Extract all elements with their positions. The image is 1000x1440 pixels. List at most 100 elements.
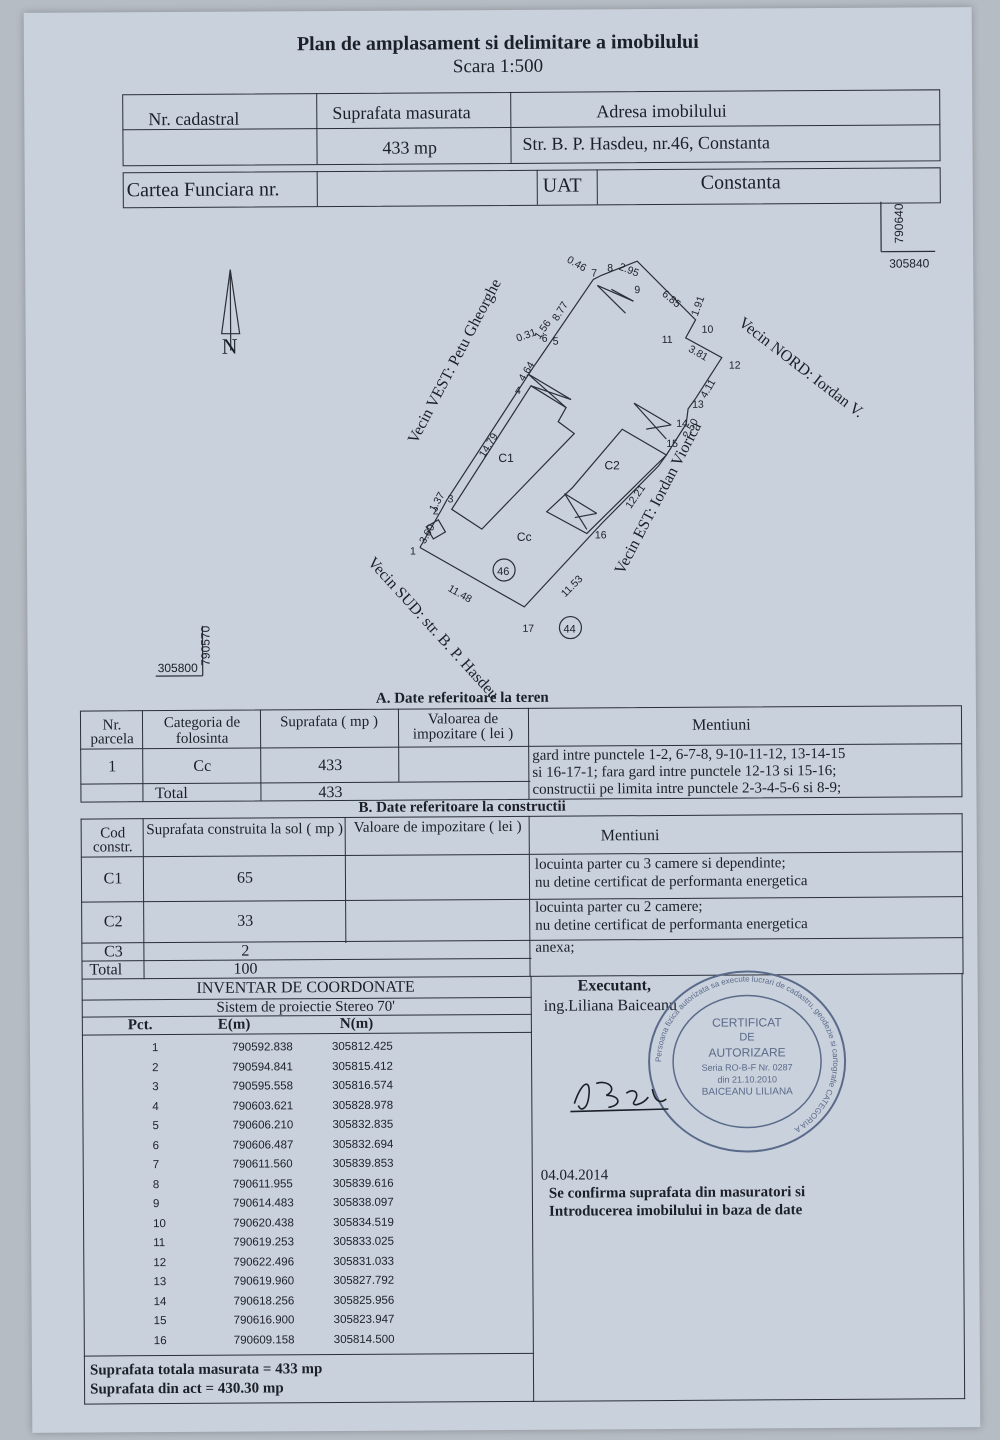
coordinate-row: 14 790618.256 305825.956 [83, 1291, 531, 1312]
e-cell: 790616.900 [233, 1314, 295, 1327]
mentiuni-line: gard intre punctele 1-2, 6-7-8, 9-10-11-… [532, 745, 846, 764]
distance-label: 1.56 [532, 318, 554, 342]
coordinate-row: 7 790611.560 305839.853 [83, 1155, 531, 1176]
neighbour-number: 44 [563, 624, 575, 636]
adresa-label: Adresa imobilului [596, 100, 727, 122]
official-stamp: Persoana fizica autorizata sa execute lu… [648, 970, 847, 1153]
n-cell: 305827.792 [333, 1274, 395, 1288]
n-cell: 305839.853 [332, 1157, 394, 1171]
e-cell: 790611.560 [232, 1158, 293, 1171]
distance-label: 4.11 [698, 377, 718, 400]
n-cell: 305833.025 [333, 1235, 394, 1249]
e-cell: 790622.496 [233, 1255, 295, 1269]
n-cell: 305825.956 [333, 1294, 395, 1307]
constr-mentiune: nu detine certificat de performanta ener… [534, 873, 808, 891]
suprafata-label: Suprafata masurata [332, 102, 471, 124]
north-label: N [222, 334, 238, 359]
distance-label: 1.37 [427, 490, 448, 514]
constr-total-label: Total [89, 961, 123, 979]
col-e: E(m) [217, 1016, 251, 1033]
distance-label: 6.85 [659, 288, 683, 310]
vecin-est-label: Vecin EST: Iordan Viorica [612, 420, 705, 578]
n-cell: 305812.425 [331, 1040, 393, 1054]
mentiuni-line: si 16-17-1; fara gard intre punctele 12-… [532, 762, 837, 781]
col-cod: Cod constr. [92, 825, 133, 856]
point-label: 3 [448, 493, 454, 505]
vecin-vest-label: Vecin VEST: Petu Gheorghe [405, 276, 505, 446]
parcel-boundary [419, 260, 723, 608]
pct-cell: 3 [152, 1081, 159, 1094]
parcela-suprafata: 433 [318, 756, 343, 775]
point-label: 15 [666, 438, 678, 450]
grid-n-bottom: 305800 [158, 661, 198, 675]
point-label: 8 [607, 262, 613, 274]
point-label: 2 [433, 505, 439, 517]
n-cell: 305839.616 [332, 1177, 394, 1190]
inventar-system: Sistem de proiectie Stereo 70' [216, 998, 396, 1016]
pct-cell: 14 [153, 1295, 167, 1308]
coordinate-row: 3 790595.558 305816.574 [82, 1077, 530, 1098]
scale-label: Scara 1:500 [452, 55, 544, 78]
stamp-text: din 21.10.2010 [717, 1074, 777, 1084]
e-cell: 790618.256 [233, 1294, 295, 1308]
pct-cell: 2 [152, 1061, 159, 1074]
executant-label: Executant, [577, 977, 652, 995]
parcela-nr: 1 [108, 758, 117, 776]
site-plan-drawing: 790640 305840 790570 305800 C1 C2 Cc 46 … [155, 201, 936, 703]
col-valoarea: Valoarea de impozitare ( lei ) [412, 711, 514, 743]
pct-cell: 5 [152, 1120, 159, 1133]
suprafata-act: Suprafata din act = 430.30 mp [90, 1380, 284, 1398]
uat-label: UAT [542, 174, 582, 197]
pct-cell: 12 [153, 1256, 167, 1269]
point-label: 17 [522, 623, 534, 635]
n-cell: 305816.574 [332, 1079, 394, 1093]
distance-label: 1.91 [689, 294, 707, 317]
pct-cell: 11 [153, 1237, 166, 1250]
col-mentiuni: Mentiuni [691, 716, 751, 734]
pct-cell: 13 [153, 1276, 167, 1289]
distance-label: 3.81 [686, 343, 710, 364]
col-categoria: Categoria de folosinta [163, 714, 241, 747]
c2-label: C2 [604, 458, 620, 472]
point-label: 1 [410, 546, 416, 558]
col-pct: Pct. [127, 1017, 153, 1034]
constr-cod: C2 [103, 913, 123, 931]
n-cell: 305828.978 [332, 1099, 394, 1112]
pct-cell: 7 [152, 1159, 160, 1172]
distance-label: 11.53 [559, 573, 586, 600]
n-cell: 305834.519 [333, 1216, 394, 1229]
point-label: 13 [692, 399, 704, 411]
constr-mentiune: locuinta parter cu 2 camere; [535, 898, 703, 916]
pct-cell: 16 [153, 1334, 167, 1347]
n-cell: 305832.694 [332, 1138, 394, 1151]
e-cell: 790595.558 [232, 1080, 294, 1093]
n-cell: 305832.835 [332, 1118, 394, 1132]
e-cell: 790611.955 [232, 1177, 293, 1191]
pct-cell: 10 [153, 1217, 166, 1230]
constr-mentiune: anexa; [535, 939, 575, 956]
constr-cod: C1 [103, 870, 123, 888]
stamp-text: DE [739, 1031, 754, 1043]
pct-cell: 9 [152, 1198, 160, 1211]
signature [570, 1081, 669, 1113]
c1-label: C1 [498, 451, 514, 465]
pct-cell: 6 [152, 1139, 160, 1152]
suprafata-totala: Suprafata totala masurata = 433 mp [89, 1361, 323, 1379]
pct-cell: 15 [153, 1315, 167, 1328]
pct-cell: 8 [152, 1178, 160, 1191]
adresa-value: Str. B. P. Hasdeu, nr.46, Constanta [522, 132, 771, 154]
constr-suprafata: 2 [241, 942, 250, 960]
nr-cadastral-label: Nr. cadastral [148, 108, 240, 130]
mentiuni-line: constructii pe limita intre punctele 2-3… [532, 779, 842, 798]
pct-cell: 1 [151, 1042, 159, 1055]
